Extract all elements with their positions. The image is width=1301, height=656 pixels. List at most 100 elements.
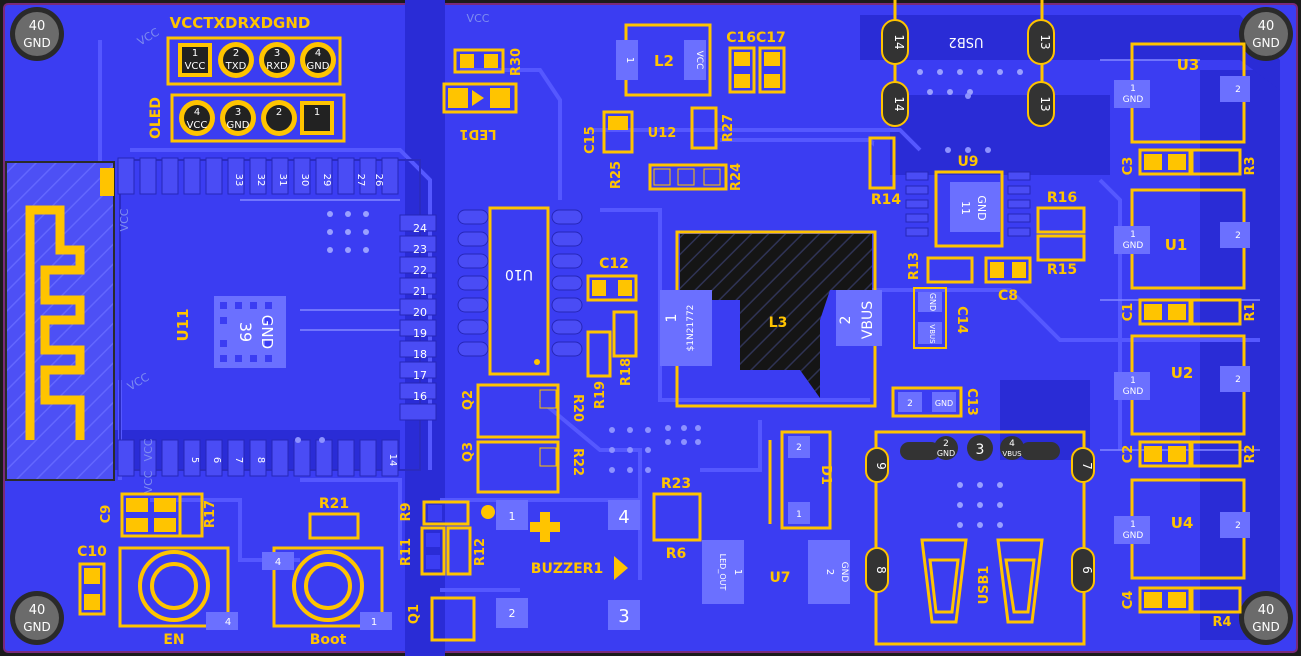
u11-pin-label: 33 <box>233 174 244 187</box>
uart-pin-name: VCC <box>185 61 206 72</box>
hole-label-num: 40 <box>1258 19 1275 34</box>
en-button[interactable]: 4 EN <box>118 546 238 648</box>
u12: C15 U12 R27 R25 R24 <box>583 106 744 191</box>
net-label-vcc: VCC <box>142 438 155 461</box>
u4-ref: U4 <box>1171 514 1194 532</box>
buzzer-pin-label: 1 <box>509 510 516 523</box>
oled-pin-num: 2 <box>276 107 282 118</box>
usb2-ref: USB2 <box>949 34 984 49</box>
d1-pad-label: 1 <box>796 510 802 520</box>
u11-pin-label: 5 <box>189 457 200 463</box>
sensor-u3: 1 GND 2 U3 <box>1114 42 1250 144</box>
u11-pin-label: 24 <box>413 222 427 235</box>
usb2-pin-label: 14 <box>892 34 906 49</box>
r23-ref: R23 <box>661 476 691 492</box>
r6-ref: R6 <box>666 546 687 562</box>
r16-r15: R16 R15 <box>1036 190 1086 278</box>
uart-pin-num: 1 <box>192 48 198 59</box>
usb1-pin-label: 4 <box>1009 439 1015 449</box>
en-ref: EN <box>163 632 184 648</box>
mounting-hole-top-right: 40 GND <box>1239 7 1293 61</box>
hole-label-gnd: GND <box>23 620 51 634</box>
c12-ref: C12 <box>599 256 629 272</box>
u11-pin-label: 26 <box>373 174 384 187</box>
r2-ref: R2 <box>1243 444 1258 463</box>
r15-ref: R15 <box>1047 262 1077 278</box>
u2-ref: U2 <box>1171 364 1194 382</box>
u3-pad-label: GND <box>1123 95 1144 105</box>
usb2-pin-label: 13 <box>1038 96 1052 111</box>
r3-ref: R3 <box>1243 156 1258 175</box>
r22-ref: R22 <box>570 448 585 476</box>
u7-pad-label: GND <box>839 562 849 583</box>
u11-pin-label: 6 <box>211 457 222 463</box>
c12: C12 <box>586 256 638 302</box>
buzzer-pin-label: 2 <box>509 607 516 620</box>
c15-ref: C15 <box>583 126 598 154</box>
r17-ref: R17 <box>203 500 218 528</box>
usb2-pin-label: 13 <box>1038 34 1052 49</box>
c3-ref: C3 <box>1121 157 1136 176</box>
oled-title: OLED <box>148 97 164 139</box>
c13-pad-label: 2 <box>907 399 913 409</box>
l2-ref: L2 <box>654 52 674 70</box>
u1-ref: U1 <box>1165 236 1188 254</box>
uart-pin-name: TXD <box>225 61 247 72</box>
uart-header: VCCTXDRXDGND 1 VCC 2 TXD 3 RXD 4 GND <box>166 14 342 86</box>
r21: R21 <box>308 496 360 540</box>
u1-pad-label: GND <box>1123 241 1144 251</box>
c4-ref: C4 <box>1121 591 1136 610</box>
uart-header-labels: VCCTXDRXDGND <box>170 14 311 32</box>
r4-ref: R4 <box>1212 615 1231 630</box>
r16-ref: R16 <box>1047 190 1077 206</box>
r12-ref: R12 <box>473 538 488 566</box>
vias <box>295 93 991 473</box>
l3-pad-label: 1 <box>664 314 680 323</box>
usb1-pin-label: 3 <box>976 442 985 458</box>
u2-pad-label: 2 <box>1235 375 1241 385</box>
mounting-hole-bottom-right: 40 GND <box>1239 591 1293 645</box>
r14-ref: R14 <box>871 192 902 208</box>
d1: 2 1 D1 <box>768 430 833 530</box>
mounting-hole-bottom-left: 40 GND <box>10 591 64 645</box>
r30-ref: R30 <box>509 48 524 76</box>
u4-pad-label: 1 <box>1130 520 1136 530</box>
u7-ref: U7 <box>769 570 790 586</box>
usb1-pin-label: 8 <box>874 566 888 574</box>
u11-ref: U11 <box>174 308 192 341</box>
c13-pad-label: GND <box>935 399 953 408</box>
usb2: 14 13 14 13 USB2 <box>881 0 1055 127</box>
u11-pin-label: 20 <box>413 306 427 319</box>
r27-ref: R27 <box>721 114 736 142</box>
u9-pad-label: GND <box>975 195 988 220</box>
usb1-ref: USB1 <box>977 566 992 605</box>
boot-button[interactable]: 4 1 Boot <box>262 546 392 648</box>
u11-pin-label: 8 <box>255 457 266 463</box>
c14-pad-label: GND <box>928 293 937 311</box>
u1-pad-label: 1 <box>1130 230 1136 240</box>
u11-pin-label: 23 <box>413 243 427 256</box>
net-label-vcc: VCC <box>142 470 155 493</box>
usb1-pin-label: 6 <box>1080 566 1094 574</box>
q1-ref: Q1 <box>407 604 422 624</box>
buzzer-pin-label: 4 <box>618 507 629 528</box>
sw-pin-label: 4 <box>275 557 281 568</box>
c2-ref: C2 <box>1121 445 1136 464</box>
u9-pad-label: 11 <box>959 201 972 215</box>
q3-ref: Q3 <box>461 442 476 462</box>
hole-label-gnd: GND <box>23 36 51 50</box>
l3-pad-label: 2 <box>838 316 854 325</box>
c9-r17-c10: C9 R17 C10 <box>77 492 218 616</box>
hole-label-num: 40 <box>29 603 46 618</box>
r9-ref: R9 <box>399 502 414 521</box>
u3-pad-label: 2 <box>1235 85 1241 95</box>
hole-label-num: 40 <box>29 19 46 34</box>
u2-pad-label: GND <box>1123 387 1144 397</box>
uart-pin-name: RXD <box>266 61 288 72</box>
wifi-antenna <box>5 161 115 481</box>
c14-ref: C14 <box>954 306 969 334</box>
uart-pin-num: 3 <box>274 48 280 59</box>
u11-pin-label: 30 <box>299 174 310 187</box>
uart-pin-name: GND <box>307 61 330 72</box>
